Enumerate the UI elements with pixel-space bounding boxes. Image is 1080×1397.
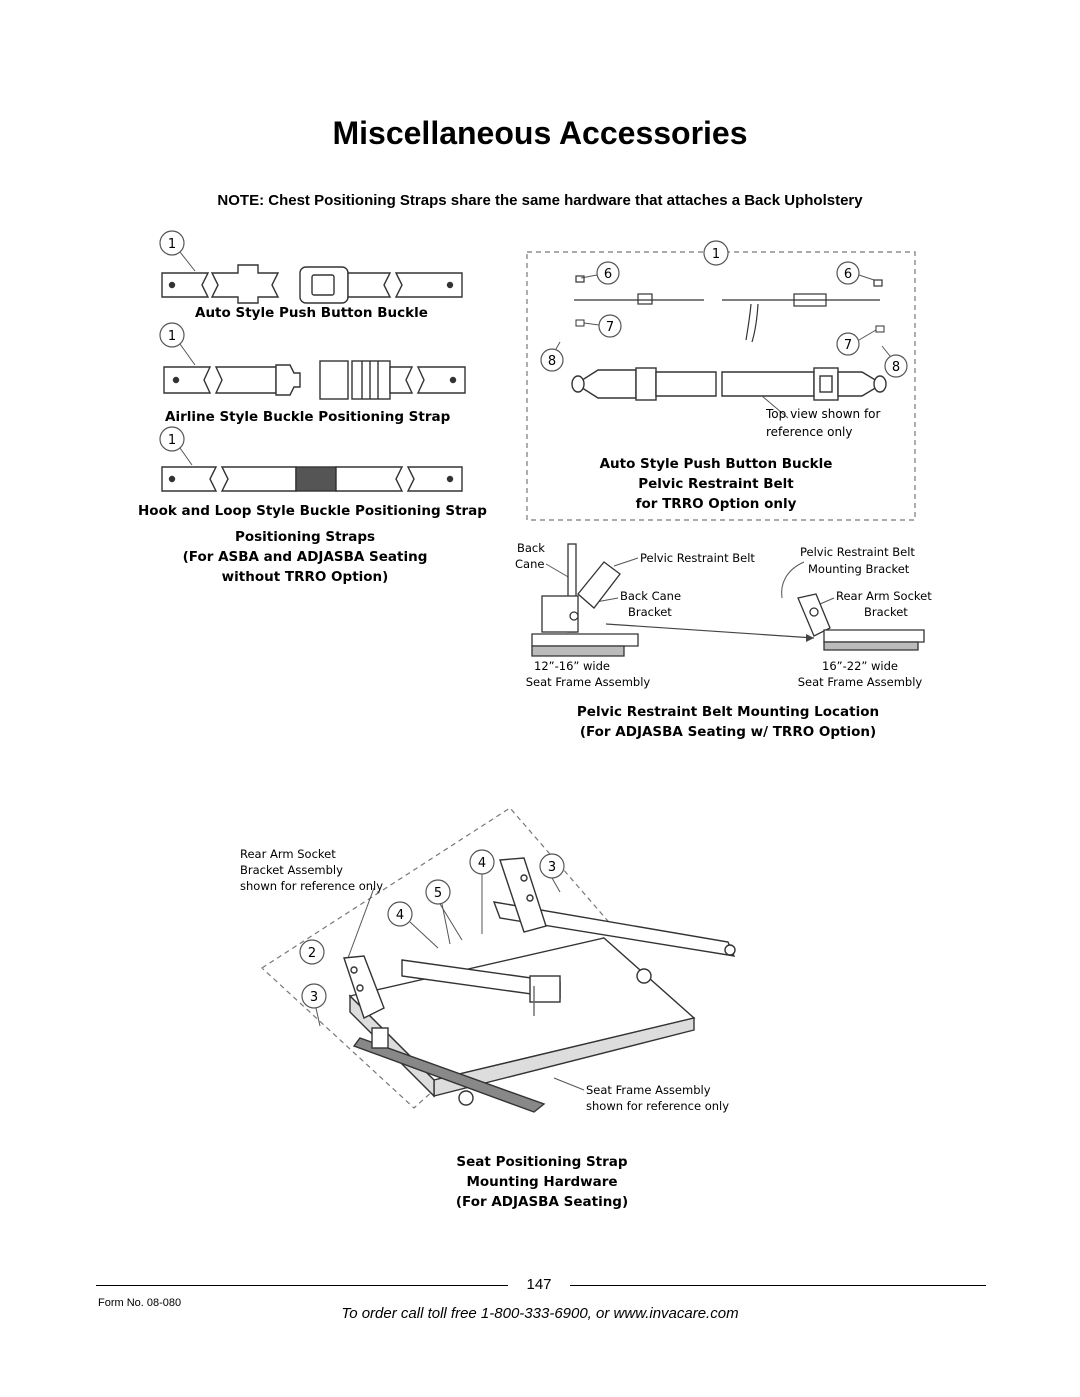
- form-number: Form No. 08-080: [98, 1297, 182, 1309]
- airline-style-strap-drawing: [163, 360, 466, 400]
- rear-arm-label-1: Rear Arm Socket: [240, 847, 336, 861]
- callout-2: 2: [299, 939, 325, 965]
- callout-5: 5: [425, 879, 463, 945]
- positioning-straps-caption-2: (For ASBA and ADJASBA Seating: [183, 549, 428, 565]
- belt-top-view: [571, 367, 887, 401]
- seat-frame-drawing: [343, 857, 736, 1113]
- hook-loop-strap-drawing: [161, 466, 463, 492]
- back-cane-label-1: Back: [517, 541, 545, 555]
- svg-text:8: 8: [892, 360, 900, 375]
- svg-text:1: 1: [168, 237, 176, 252]
- pelvic-belt-caption-1: Auto Style Push Button Buckle: [600, 456, 833, 472]
- top-view-note-2: reference only: [766, 425, 853, 439]
- svg-text:7: 7: [606, 320, 614, 335]
- callout-8-left: 8: [540, 341, 564, 372]
- order-info: To order call toll free 1-800-333-6900, …: [341, 1305, 739, 1322]
- seat-frame-label-1: Seat Frame Assembly: [586, 1083, 711, 1097]
- svg-text:5: 5: [434, 886, 442, 901]
- hook-loop-label: Hook and Loop Style Buckle Positioning S…: [138, 503, 487, 519]
- svg-text:6: 6: [844, 267, 852, 282]
- rear-arm-label-2: Bracket Assembly: [240, 863, 343, 877]
- pelvic-belt-caption-3: for TRRO Option only: [636, 496, 797, 512]
- pelvic-restraint-belt-figure: 1 6 6 7 7 8 8: [526, 240, 916, 521]
- frame-right-label: Seat Frame Assembly: [798, 675, 923, 689]
- seat-frame-label-2: shown for reference only: [586, 1099, 729, 1113]
- top-view-note-1: Top view shown for: [765, 407, 881, 421]
- auto-style-strap-drawing: [161, 264, 463, 304]
- pointer-arrow: [605, 623, 815, 639]
- seat-strap-caption-3: (For ADJASBA Seating): [456, 1194, 628, 1210]
- hardware-note: NOTE: Chest Positioning Straps share the…: [217, 192, 863, 209]
- callout-1: 1: [703, 240, 729, 266]
- rear-arm-socket-label-1: Rear Arm Socket: [836, 589, 932, 603]
- pelvic-belt-label: Pelvic Restraint Belt: [640, 551, 755, 565]
- left-bracket-drawing: [531, 543, 639, 657]
- callout-3-top: 3: [539, 853, 565, 893]
- back-cane-bracket-label-1: Back Cane: [620, 589, 681, 603]
- seat-strap-hardware-figure: Rear Arm Socket Bracket Assembly shown f…: [240, 807, 736, 1210]
- callout-3-left: 3: [301, 983, 327, 1027]
- back-cane-bracket-label-2: Bracket: [628, 605, 672, 619]
- positioning-straps-figure: 1 Auto Style Push Button Buckle 1 Airlin…: [138, 230, 487, 585]
- rear-arm-socket-label-2: Bracket: [864, 605, 908, 619]
- top-view-leader: [761, 395, 789, 419]
- svg-text:3: 3: [548, 860, 556, 875]
- auto-style-label: Auto Style Push Button Buckle: [195, 305, 428, 321]
- mounting-location-figure: Back Cane Pelvic Restraint Belt Back Can…: [515, 541, 932, 740]
- svg-text:2: 2: [308, 946, 316, 961]
- back-cane-label-2: Cane: [515, 557, 544, 571]
- airline-style-label: Airline Style Buckle Positioning Strap: [165, 409, 451, 425]
- pelvic-belt-caption-2: Pelvic Restraint Belt: [638, 476, 794, 492]
- page-title: Miscellaneous Accessories: [332, 115, 748, 151]
- svg-text:1: 1: [168, 433, 176, 448]
- callout-7-left: 7: [575, 314, 622, 338]
- svg-text:8: 8: [548, 354, 556, 369]
- svg-text:6: 6: [604, 267, 612, 282]
- mounting-caption-1: Pelvic Restraint Belt Mounting Location: [577, 704, 879, 720]
- rear-arm-label-3: shown for reference only: [240, 879, 383, 893]
- seat-strap-caption-2: Mounting Hardware: [466, 1174, 617, 1190]
- callout-1: 1: [159, 230, 196, 272]
- width-left-label: 12”-16” wide: [534, 659, 610, 673]
- frame-left-label: Seat Frame Assembly: [526, 675, 651, 689]
- positioning-straps-caption-3: without TRRO Option): [222, 569, 389, 585]
- page-number: 147: [526, 1276, 552, 1293]
- callout-7-right: 7: [836, 325, 885, 356]
- width-right-label: 16”-22” wide: [822, 659, 898, 673]
- belt-cables: [574, 275, 883, 343]
- footer-rule-left: [96, 1285, 508, 1286]
- mounting-caption-2: (For ADJASBA Seating w/ TRRO Option): [580, 724, 876, 740]
- seat-strap-caption-1: Seat Positioning Strap: [456, 1154, 627, 1170]
- svg-text:4: 4: [396, 908, 404, 923]
- svg-text:7: 7: [844, 338, 852, 353]
- right-bracket-drawing: [797, 593, 925, 651]
- svg-text:4: 4: [478, 856, 486, 871]
- callout-8-right: 8: [881, 345, 908, 378]
- callout-6-left: 6: [580, 261, 620, 285]
- svg-text:3: 3: [310, 990, 318, 1005]
- callout-4-left: 4: [387, 901, 439, 949]
- callout-1: 1: [159, 322, 196, 366]
- callout-1: 1: [159, 426, 193, 466]
- prb-bracket-label-1: Pelvic Restraint Belt: [800, 545, 915, 559]
- callout-6-right: 6: [836, 261, 875, 285]
- prb-bracket-label-2: Mounting Bracket: [808, 562, 910, 576]
- svg-text:1: 1: [712, 247, 720, 262]
- svg-text:1: 1: [168, 329, 176, 344]
- positioning-straps-caption-1: Positioning Straps: [235, 529, 375, 545]
- callout-4-top: 4: [469, 849, 495, 934]
- footer-rule-right: [570, 1285, 986, 1286]
